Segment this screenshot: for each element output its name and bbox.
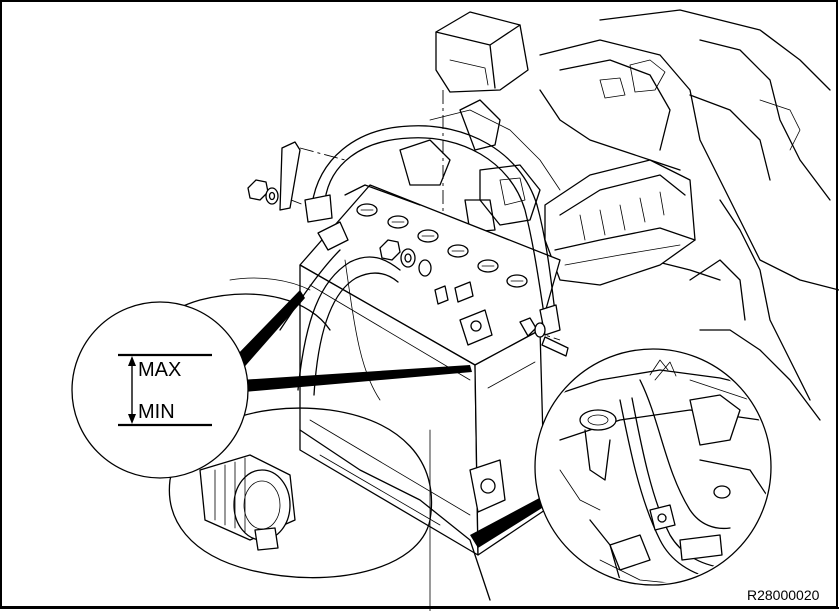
callout-leaders (232, 290, 550, 548)
fuse-box (544, 159, 696, 286)
electrolyte-level-callout: MAX MIN (71, 301, 249, 479)
hold-down-strap (304, 125, 561, 336)
fasteners (247, 141, 569, 357)
arrow-head-down (128, 414, 136, 424)
min-label: MIN (138, 401, 175, 423)
arrow-head-up (128, 356, 136, 366)
lower-components (133, 277, 491, 611)
detail-callout (534, 348, 772, 586)
engine-bay (399, 9, 839, 421)
max-label: MAX (138, 359, 181, 381)
vent-caps (356, 203, 528, 288)
figure-reference-code: R28000020 (747, 587, 820, 603)
battery-cables (279, 249, 401, 401)
terminal-cover (435, 11, 529, 93)
battery (299, 184, 561, 556)
